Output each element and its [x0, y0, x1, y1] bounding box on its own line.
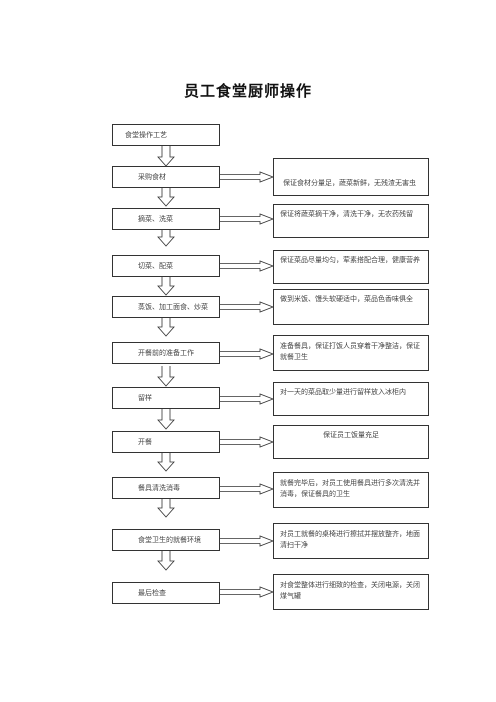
note-box-8: 就餐完毕后，对员工使用餐具进行多次清洗并消毒，保证餐具的卫生 [273, 472, 429, 508]
note-box-2: 保证将蔬菜摘干净，清洗干净，无农药残留 [273, 204, 429, 238]
step-box-8: 开餐 [112, 431, 220, 453]
step-box-7: 留样 [112, 387, 220, 409]
note-box-3: 保证菜品尽量均匀，荤素搭配合理，健康营养 [273, 250, 429, 284]
note-box-4: 做到米饭、馒头软硬适中，菜品色香味俱全 [273, 289, 429, 325]
step-box-9: 餐具清洗消毒 [112, 477, 220, 499]
step-box-6: 开餐前的准备工作 [112, 342, 220, 364]
note-box-1: 保证食材分量足，蔬菜新鲜，无残渣无害虫 [273, 158, 429, 196]
note-box-7: 保证员工饭量充足 [273, 425, 429, 459]
step-box-2: 采购食材 [112, 166, 220, 188]
document-title: 员工食堂厨师操作 [183, 82, 312, 100]
step-box-4: 切菜、配菜 [112, 255, 220, 277]
step-box-5: 蒸饭、加工面食、炒菜 [112, 296, 220, 318]
step-box-3: 摘菜、洗菜 [112, 208, 220, 230]
step-box-11: 最后检查 [112, 582, 220, 604]
note-box-5: 准备餐具，保证打饭人员穿着干净整洁，保证就餐卫生 [273, 335, 429, 371]
note-box-10: 对食堂整体进行细致的检查，关闭电源，关闭煤气罐 [273, 574, 429, 610]
step-box-10: 食堂卫生的就餐环境 [112, 529, 220, 551]
note-box-6: 对一天的菜品取少量进行留样放入冰柜内 [273, 382, 429, 416]
step-box-1: 食堂操作工艺 [112, 124, 220, 146]
note-box-9: 对员工就餐的桌椅进行擦拭并摆放整齐，地面清扫干净 [273, 523, 429, 559]
